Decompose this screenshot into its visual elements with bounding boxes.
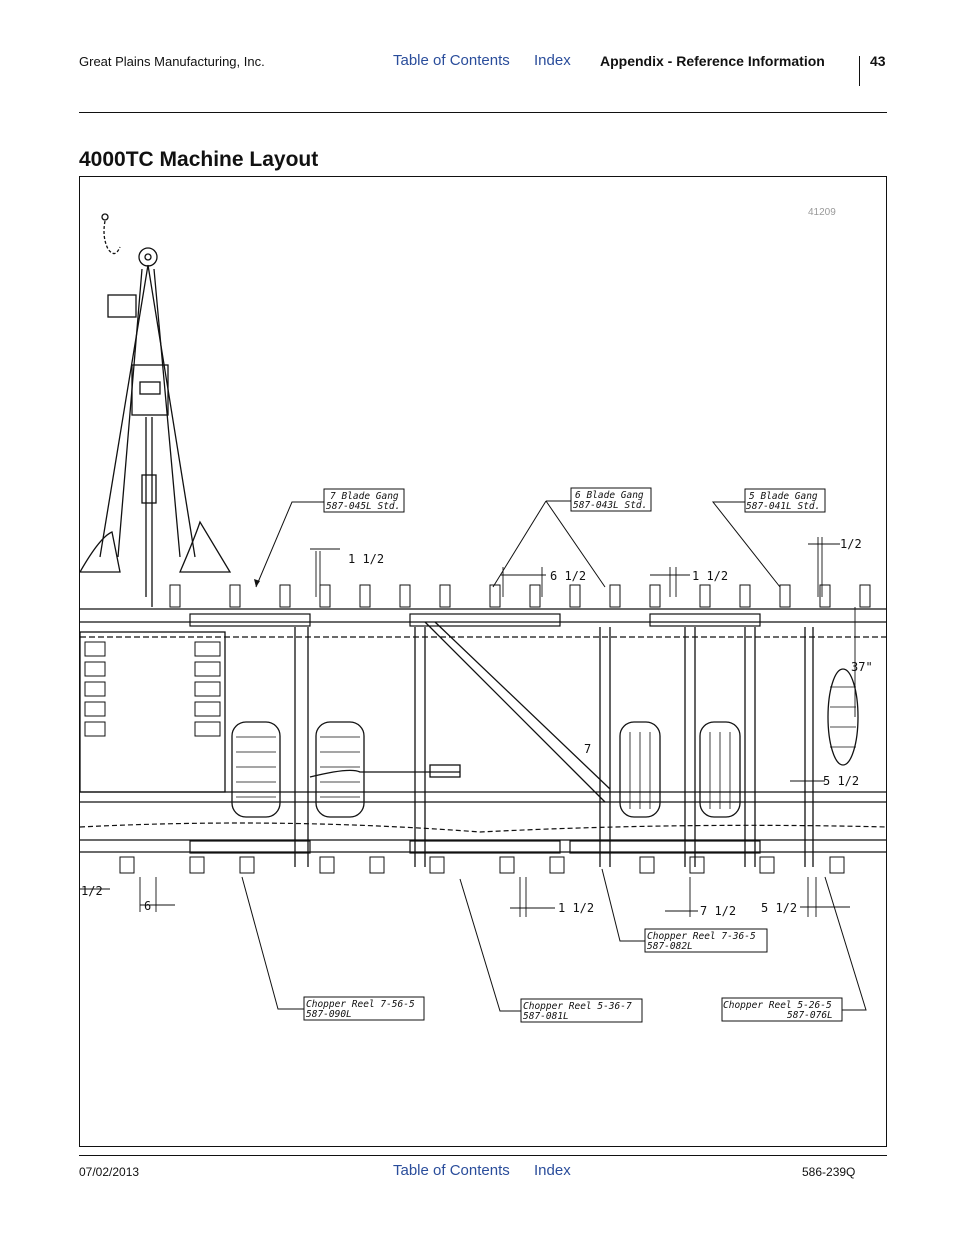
front-gang-rank [80,584,886,638]
dim-37-in: 37" [851,660,873,674]
gang6-name: 6 Blade Gang [575,490,644,501]
gang7-part: 587-045L Std. [326,501,400,512]
footer-rule [79,1155,887,1156]
callout-chopper-reel-7-56-5: Chopper Reel 7-56-5 587-090L [241,876,425,1021]
machine-layout-drawing: 41209 [80,207,886,1023]
footer-date: 07/02/2013 [79,1165,140,1179]
dim-1-1-2-a: 1 1/2 [348,552,384,566]
dim-1-2-right: 1/2 [840,537,862,551]
company-name: Great Plains Manufacturing, Inc. [79,54,265,69]
callout-7-blade-gang: 7 Blade Gang 587-045L Std. [254,488,405,588]
header-divider [859,56,860,86]
dim-7: 7 [584,742,591,756]
dim-1-1-2-b: 1 1/2 [692,569,728,583]
reel-5367-name: Chopper Reel 5-36-7 [523,1001,632,1012]
header-index-link[interactable]: Index [534,52,571,69]
dim-5-1-2-mid: 5 1/2 [823,774,859,788]
header-rule [79,112,887,113]
reel-5265-name: Chopper Reel 5-26-5 [723,1000,832,1011]
callout-chopper-reel-5-36-7: Chopper Reel 5-36-7 587-081L [459,878,643,1023]
callout-chopper-reel-5-26-5: Chopper Reel 5-26-5 587-076L [721,876,867,1022]
dim-7-1-2: 7 1/2 [700,904,736,918]
callout-6-blade-gang: 6 Blade Gang 587-043L Std. [492,487,652,588]
dim-5-1-2-bottom: 5 1/2 [761,901,797,915]
dim-6-1-2: 6 1/2 [550,569,586,583]
callout-chopper-reel-7-36-5: Chopper Reel 7-36-5 587-082L [601,868,768,953]
reel-5367-part: 587-081L [523,1011,569,1022]
transport-wheels [231,668,859,818]
hitch-assembly [80,213,232,607]
gang5-part: 587-041L Std. [746,501,820,512]
rear-reel-rank [80,822,886,874]
section-title: Appendix - Reference Information [600,53,825,69]
gang7-name: 7 Blade Gang [330,491,399,502]
footer-toc-link[interactable]: Table of Contents [393,1162,510,1179]
reel-7565-name: Chopper Reel 7-56-5 [306,999,415,1010]
page-title: 4000TC Machine Layout [79,148,319,171]
machine-layout-figure: 41209 [79,176,887,1147]
callout-5-blade-gang: 5 Blade Gang 587-041L Std. [711,488,826,588]
reel-7565-part: 587-090L [306,1009,352,1020]
reel-7365-part: 587-082L [647,941,693,952]
dim-1-2-left: 1/2 [81,884,103,898]
page-number: 43 [870,53,886,69]
footer-index-link[interactable]: Index [534,1162,571,1179]
dim-1-1-2-c: 1 1/2 [558,901,594,915]
gang6-part: 587-043L Std. [573,500,647,511]
document-code: 586-239Q [802,1165,856,1179]
reel-5265-part: 587-076L [787,1010,833,1021]
figure-number: 41209 [808,207,836,218]
dim-6: 6 [144,899,151,913]
header-toc-link[interactable]: Table of Contents [393,52,510,69]
main-frame [80,621,886,867]
reel-7365-name: Chopper Reel 7-36-5 [647,931,756,942]
dimension-labels [80,537,856,917]
gang5-name: 5 Blade Gang [749,491,818,502]
